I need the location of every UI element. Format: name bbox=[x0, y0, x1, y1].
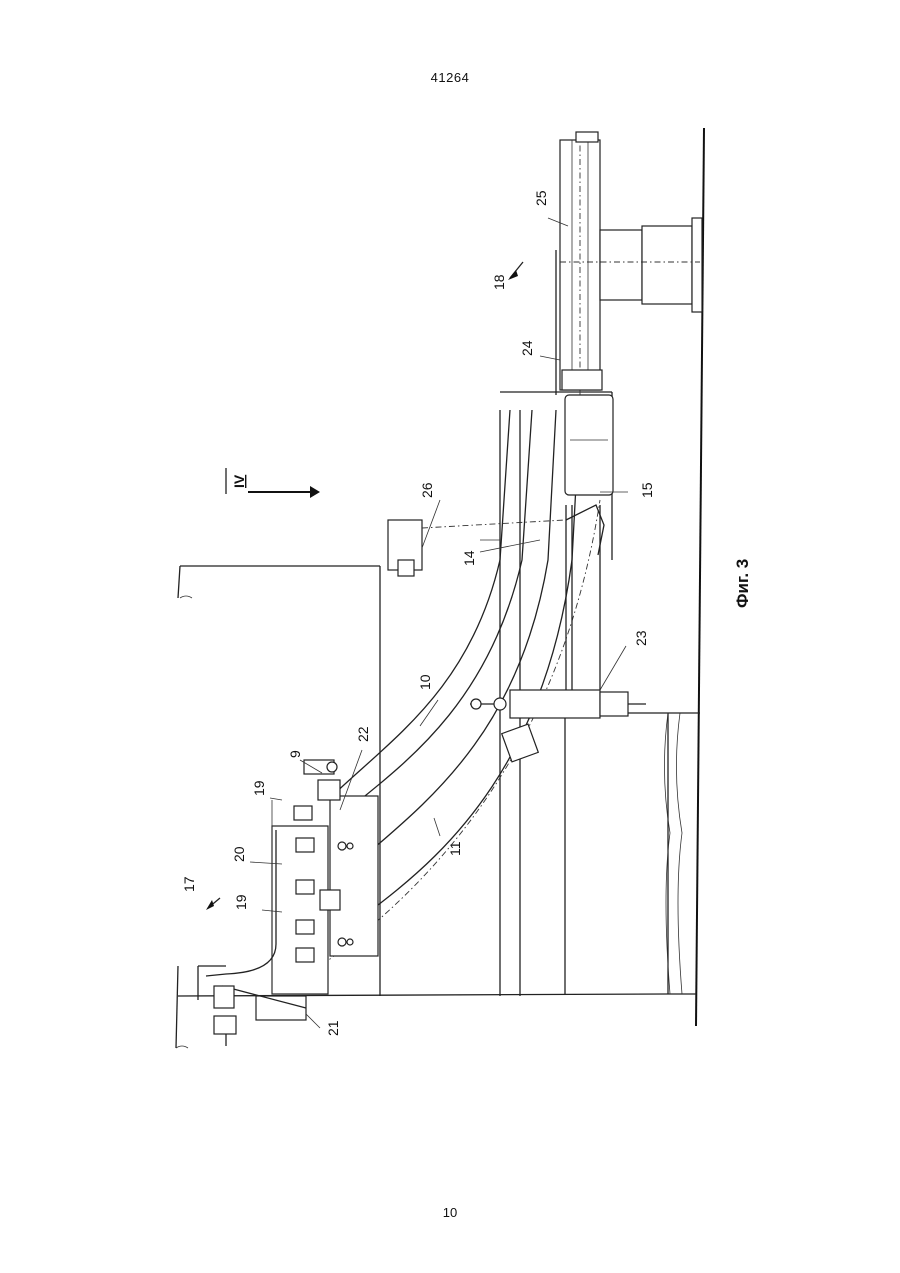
ref-label-15: 15 bbox=[639, 482, 655, 498]
upper-conveyor bbox=[556, 132, 702, 395]
ref-label-19-bottom: 19 bbox=[233, 894, 249, 910]
ref-label-17: 17 bbox=[181, 876, 197, 892]
ref-label-10: 10 bbox=[417, 674, 433, 690]
page-number: 10 bbox=[0, 1205, 900, 1220]
ref-label-20: 20 bbox=[231, 846, 247, 862]
ref-label-21: 21 bbox=[325, 1020, 341, 1036]
ref-label-14: 14 bbox=[461, 550, 477, 566]
ref-label-25: 25 bbox=[533, 190, 549, 206]
device-26 bbox=[388, 520, 565, 576]
figure-caption: Фиг. 3 bbox=[733, 559, 752, 608]
ref-label-9: 9 bbox=[287, 750, 303, 758]
ref-label-11: 11 bbox=[447, 841, 463, 856]
view-marker-label: IV bbox=[231, 474, 247, 488]
ref-label-23: 23 bbox=[633, 630, 649, 646]
ref-label-19-top: 19 bbox=[251, 780, 267, 796]
ref-label-24: 24 bbox=[519, 340, 535, 356]
lower-rail bbox=[566, 505, 604, 690]
ref-label-26: 26 bbox=[419, 482, 435, 498]
cylinder-23 bbox=[470, 690, 646, 762]
block-15 bbox=[565, 395, 613, 495]
assembly-17 bbox=[198, 760, 378, 1046]
ref-label-18: 18 bbox=[491, 274, 507, 290]
ref-label-22: 22 bbox=[355, 726, 371, 742]
